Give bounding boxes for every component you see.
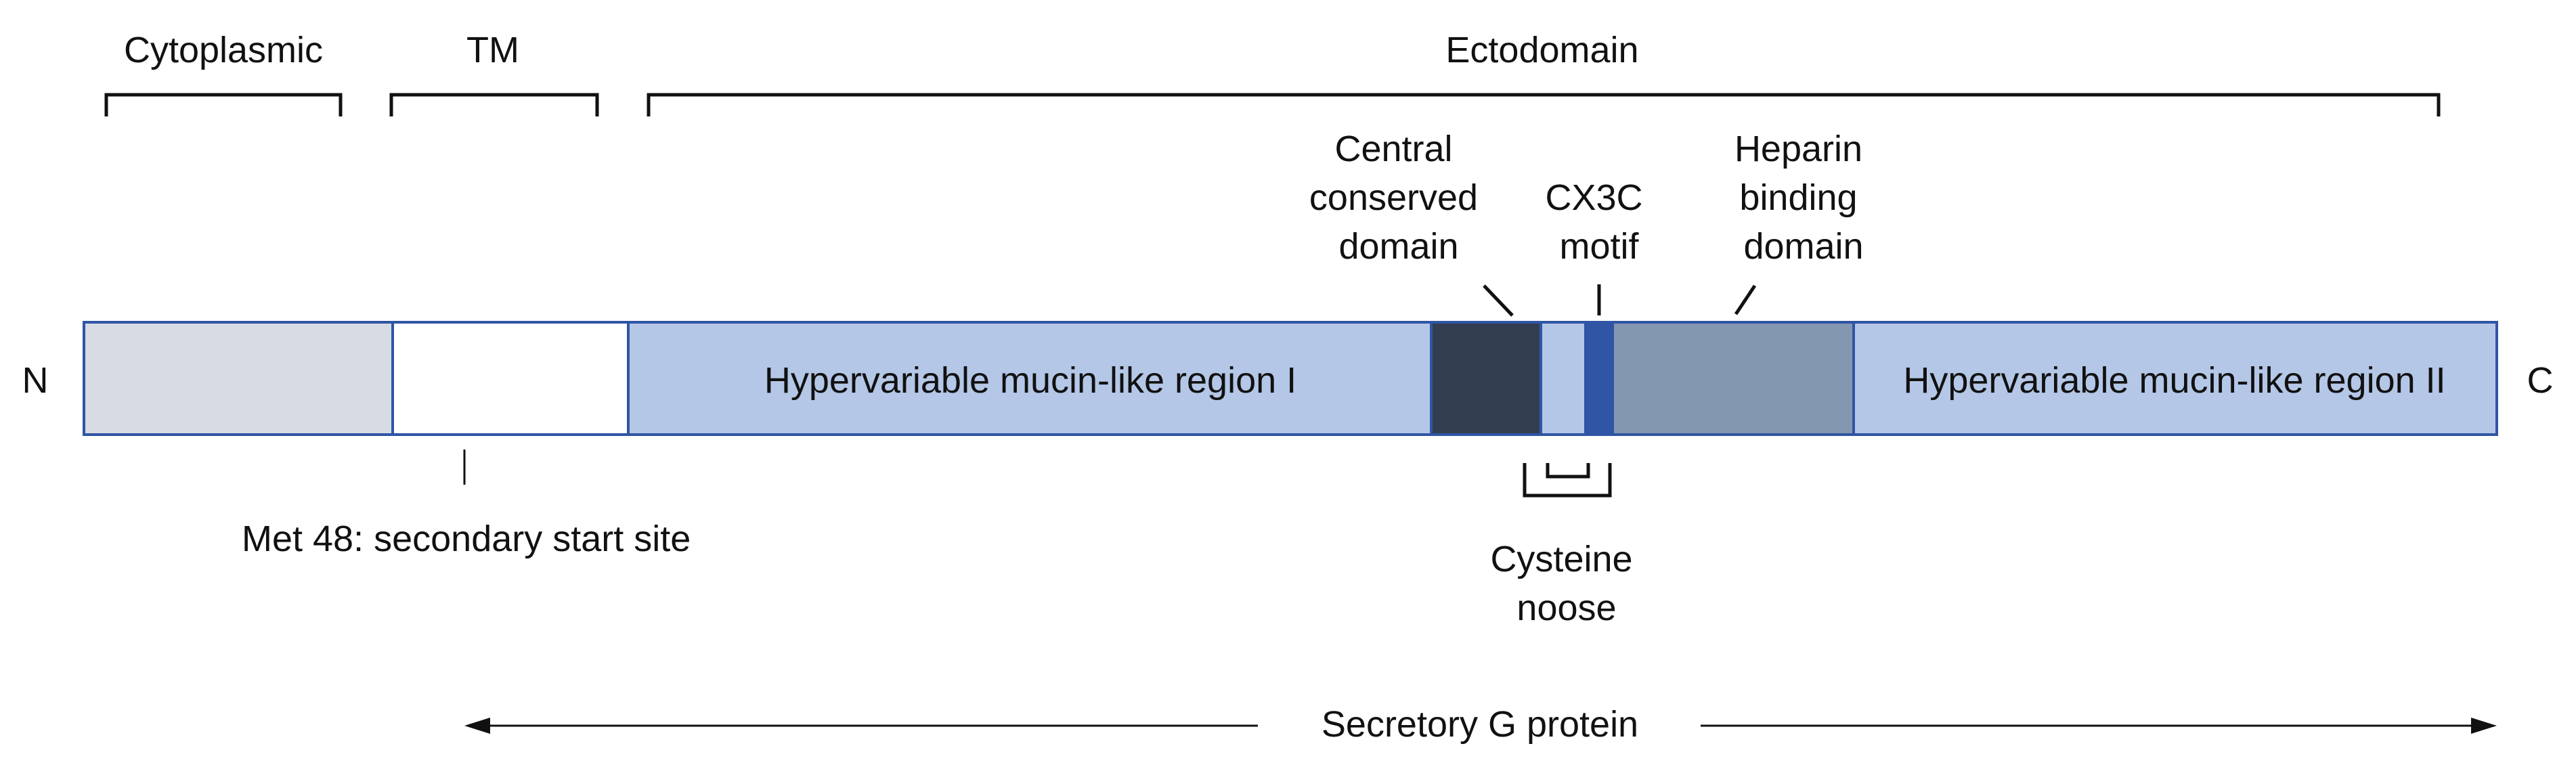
secretory-arrow-left-head [464, 718, 490, 734]
central-conserved-pointer [1483, 284, 1514, 317]
met48-label: Met 48: secondary start site [242, 519, 691, 559]
tm-segment [391, 321, 630, 436]
tm-label: TM [466, 30, 519, 70]
secretory-arrow-right-head [2471, 718, 2497, 734]
cytoplasmic-segment [83, 321, 394, 436]
central-conserved-domain-label: Central conserved domain [1309, 129, 1488, 267]
cx3c-motif-label: CX3C motif [1545, 177, 1653, 267]
mucin-region-1-label: Hypervariable mucin-like region I [764, 360, 1296, 401]
cx3c-motif-segment [1584, 321, 1614, 436]
cysteine-noose-bracket [1523, 463, 1612, 498]
secretory-g-protein-label: Secretory G protein [1322, 704, 1638, 745]
tm-bracket [389, 93, 599, 116]
cysteine-noose-gap-segment [1540, 321, 1587, 436]
mucin-region-2-segment [1852, 321, 2498, 436]
heparin-binding-domain-label: Heparin binding domain [1734, 129, 1873, 267]
ectodomain-bracket [647, 93, 2441, 116]
cytoplasmic-bracket [104, 93, 343, 116]
cytoplasmic-label: Cytoplasmic [124, 30, 323, 70]
heparin-pointer [1734, 284, 1757, 315]
cysteine-noose-label: Cysteine noose [1490, 539, 1642, 628]
ectodomain-label: Ectodomain [1445, 30, 1638, 70]
mucin-region-2-label: Hypervariable mucin-like region II [1903, 360, 2445, 401]
n-terminus-label: N [22, 360, 49, 401]
c-terminus-label: C [2527, 360, 2554, 401]
heparin-binding-segment [1611, 321, 1855, 436]
central-conserved-segment [1430, 321, 1542, 436]
